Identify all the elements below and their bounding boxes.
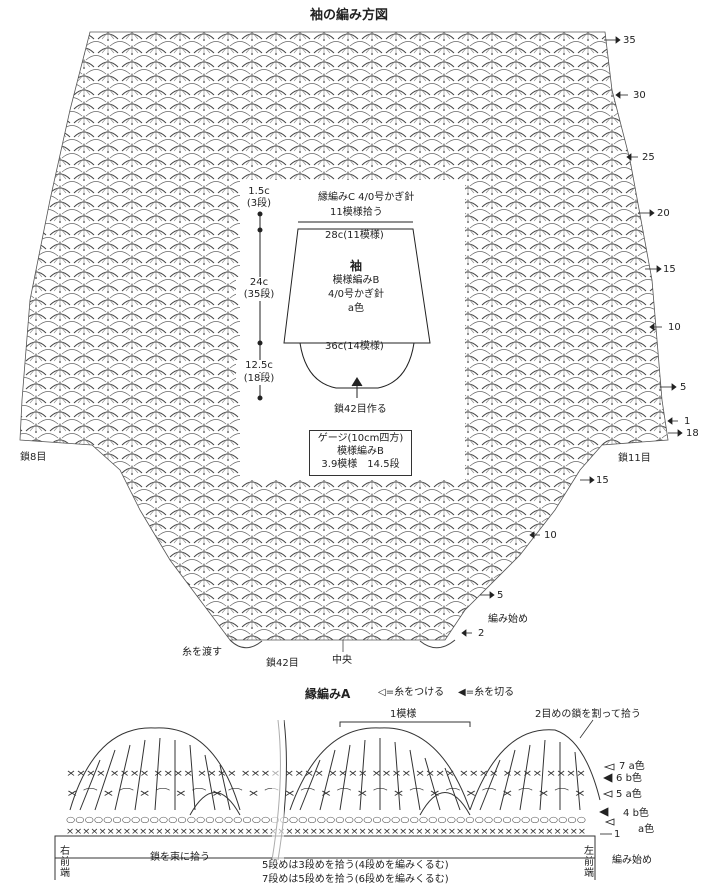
- dim-3-cm: 12.5c: [236, 360, 282, 372]
- cast-on-label: 鎖42目作る: [334, 404, 387, 415]
- dim-3-rows: (18段): [236, 373, 282, 385]
- bottom-width-label: 36c(14模様): [325, 341, 384, 352]
- row-label-35: 35: [623, 35, 636, 46]
- edge-row-6: 6 b色: [616, 773, 642, 784]
- row-label-30: 30: [633, 90, 646, 101]
- chain-8-label: 鎖8目: [20, 452, 47, 463]
- pickup-label: 11模様拾う: [330, 207, 383, 218]
- row-label-1: 1: [684, 416, 691, 427]
- row-label-bottom-5: 5: [497, 590, 504, 601]
- svg-text:×××× ×××× ×××× ×××× ×××× ××××: ×××× ×××× ×××× ×××× ×××× ×××× ×××× ×××× …: [66, 769, 586, 779]
- legend-attach: ◁=糸をつける: [378, 687, 445, 698]
- edge-a-title: 縁編みA: [305, 687, 351, 701]
- right-front-label: 右前端: [60, 846, 70, 879]
- split-chain-label: 2目めの鎖を割って拾う: [535, 709, 641, 720]
- gauge-values: 3.9模様 14.5段: [321, 459, 400, 470]
- row-label-bottom-15: 15: [596, 475, 609, 486]
- pass-yarn-label: 糸を渡す: [182, 647, 222, 658]
- color-label: a色: [347, 303, 365, 314]
- row-label-10: 10: [668, 322, 681, 333]
- dim-1-cm: 1.5c: [248, 186, 270, 197]
- left-front-label: 左前端: [584, 846, 594, 879]
- note-row-7: 7段めは5段めを拾う(6段めを編みくるむ): [262, 874, 449, 885]
- gauge-pattern: 模様編みB: [337, 446, 384, 457]
- svg-text:× ⌒ × ⌒ × ⌒ × ⌒ × ⌒ × ⌒ × ⌒ ×: × ⌒ × ⌒ × ⌒ × ⌒ × ⌒ × ⌒ × ⌒ × ⌒ × ⌒ × ⌒ …: [66, 788, 586, 799]
- dim-2-cm: 24c: [236, 277, 282, 289]
- edge-row-1: 1: [614, 829, 621, 840]
- row-label-25: 25: [642, 152, 655, 163]
- row-label-bottom-2: 2: [478, 628, 485, 639]
- edge-row-color-a: a色: [638, 824, 655, 835]
- edge-row-5: 5 a色: [616, 789, 642, 800]
- start-label: 編み始め: [488, 614, 528, 625]
- height-dimension-line: [257, 211, 263, 401]
- dim-2-rows: (35段): [236, 289, 282, 301]
- chain-42-bottom-label: 鎖42目: [266, 658, 299, 669]
- row-label-15: 15: [663, 264, 676, 275]
- main-title: 袖の編み方図: [310, 8, 389, 23]
- top-width-label: 28c(11模様): [325, 230, 384, 241]
- chain-11-label: 鎖11目: [618, 453, 651, 464]
- edge-row-7: 7 a色: [619, 761, 645, 772]
- edge-c-label: 縁編みC 4/0号かぎ針: [318, 192, 415, 203]
- gauge-box: ゲージ(10cm四方) 模様編みB 3.9模様 14.5段: [309, 430, 412, 476]
- row-label-bottom-10: 10: [544, 530, 557, 541]
- legend-cut: ◀=糸を切る: [458, 687, 515, 698]
- row-label-18: 18: [686, 428, 699, 439]
- sleeve-name: 袖: [349, 259, 362, 273]
- repeat-label: 1模様: [390, 709, 417, 720]
- center-label: 中央: [332, 655, 352, 666]
- row-arrows: [461, 36, 683, 637]
- dim-1-rows: (3段): [246, 198, 272, 209]
- edge-start-label: 編み始め: [612, 855, 652, 866]
- note-row-5: 5段めは3段めを拾う(4段めを編みくるむ): [262, 860, 449, 871]
- needle-label: 4/0号かぎ針: [327, 289, 385, 300]
- edge-a-chart: ××××××××××××××××××××××××××××××××××××××××…: [54, 719, 615, 880]
- row-label-5: 5: [680, 382, 687, 393]
- svg-text:××××××××××××××××××××××××××××××: ××××××××××××××××××××××××××××××××××××××××…: [66, 827, 586, 837]
- gauge-title: ゲージ(10cm四方): [317, 433, 404, 444]
- row-label-20: 20: [657, 208, 670, 219]
- edge-row-4: 4 b色: [623, 808, 649, 819]
- bundle-pickup-label: 鎖を束に拾う: [150, 852, 210, 863]
- pattern-label: 模様編みB: [332, 275, 380, 286]
- svg-text:○○○○○○○○○○○○○○○○○○○○○○○○○○○○○○: ○○○○○○○○○○○○○○○○○○○○○○○○○○○○○○○○○○○○○○○○…: [66, 815, 586, 824]
- sleeve-schematic: [283, 221, 431, 398]
